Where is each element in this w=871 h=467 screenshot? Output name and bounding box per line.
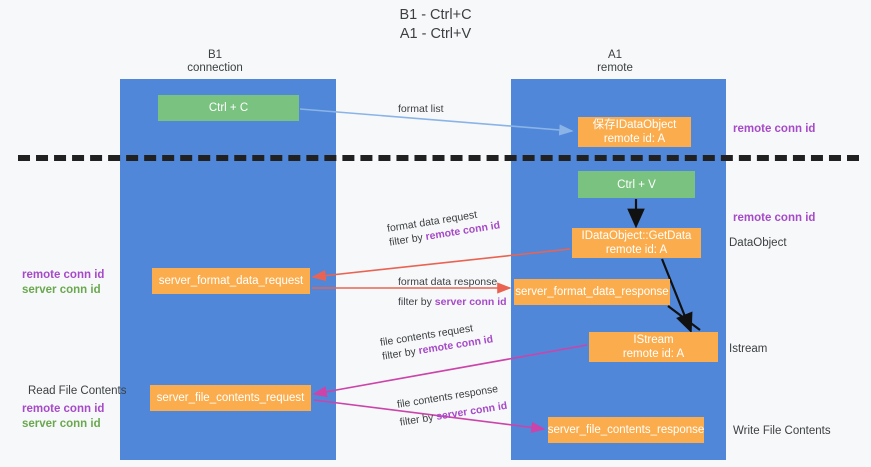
node-label: server_file_contents_response xyxy=(547,424,705,436)
page-title: B1 - Ctrl+C A1 - Ctrl+V xyxy=(399,7,472,42)
node-label-line2: remote id: A xyxy=(605,244,668,256)
edge-label-format-data-request: format data request filter by remote con… xyxy=(386,204,501,249)
legend-conn-ids-bottom: remote conn id server conn id xyxy=(22,402,104,432)
node-ctrl-c[interactable]: Ctrl + C xyxy=(158,95,299,121)
legend-server-conn-id: server conn id xyxy=(22,284,101,296)
node-label-line1: 保存IDataObject xyxy=(592,119,677,131)
node-server-file-contents-request[interactable]: server_file_contents_request xyxy=(150,385,311,411)
node-label-line1: IDataObject::GetData xyxy=(581,230,692,242)
annotation-data-object: DataObject xyxy=(729,237,787,249)
node-label: Ctrl + V xyxy=(617,178,656,191)
node-label: Ctrl + C xyxy=(208,102,249,114)
node-server-file-contents-response[interactable]: server_file_contents_response xyxy=(548,417,704,443)
phase-divider xyxy=(18,155,859,161)
node-label: server_format_data_request xyxy=(158,275,304,287)
node-label: server_file_contents_request xyxy=(156,392,305,404)
legend-conn-ids-top: remote conn id server conn id xyxy=(22,268,104,298)
node-idataobject-getdata[interactable]: IDataObject::GetData remote id: A xyxy=(572,228,701,258)
edge-label-file-contents-request: file contents request filter by remote c… xyxy=(379,318,494,363)
lane-header-a1: A1 remote xyxy=(597,49,633,74)
edge-label-format-data-response: format data response filter by server co… xyxy=(398,275,507,309)
annotation-remote-conn-id-top: remote conn id xyxy=(733,123,816,135)
edge-label-format-list: format list xyxy=(398,102,444,116)
node-server-format-data-request[interactable]: server_format_data_request xyxy=(152,268,310,294)
node-istream[interactable]: IStream remote id: A xyxy=(589,332,718,362)
edge-label-line1: format list xyxy=(398,103,444,115)
node-label-line2: remote id: A xyxy=(603,133,666,145)
legend-remote-conn-id: remote conn id xyxy=(22,403,105,415)
edge-label-line2: filter by server conn id xyxy=(398,295,507,309)
node-save-idataobject[interactable]: 保存IDataObject remote id: A xyxy=(578,117,691,147)
filter-prefix: filter by xyxy=(398,296,435,308)
legend-server-conn-id: server conn id xyxy=(22,418,101,430)
annotation-remote-conn-id-mid: remote conn id xyxy=(733,212,816,224)
node-server-format-data-response[interactable]: server_format_data_response xyxy=(514,279,670,305)
legend-remote-conn-id: remote conn id xyxy=(22,269,105,281)
filter-prefix: filter by xyxy=(398,411,438,429)
edge-label-line1: format data response xyxy=(398,276,498,288)
annotation-write-file-contents: Write File Contents xyxy=(733,425,831,437)
annotation-read-file-contents: Read File Contents xyxy=(28,385,127,397)
filter-key: server conn id xyxy=(434,296,507,308)
annotation-istream: Istream xyxy=(729,343,768,355)
node-ctrl-v[interactable]: Ctrl + V xyxy=(578,171,695,198)
node-label: server_format_data_response xyxy=(515,286,669,298)
node-label-line2: remote id: A xyxy=(622,348,685,360)
lane-header-b1: B1 connection xyxy=(187,49,243,74)
edge-label-file-contents-response: file contents response filter by server … xyxy=(396,381,508,430)
node-label-line1: IStream xyxy=(633,334,674,346)
